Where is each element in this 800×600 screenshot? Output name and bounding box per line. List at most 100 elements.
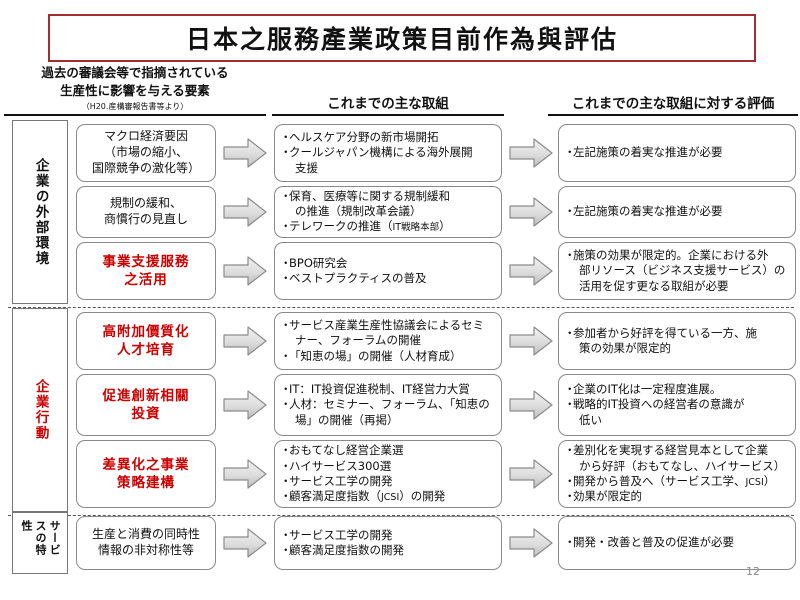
right-block-arrow-icon	[508, 388, 554, 426]
action-box[interactable]: 保育、医療等に関する規制緩和の推進（規制改革会議）テレワークの推進（IT戦略本部…	[274, 186, 502, 238]
right-block-arrow-icon	[222, 324, 268, 362]
bullet-item: 低い	[579, 412, 602, 427]
factor-line: 事業支援服務	[102, 253, 190, 270]
category-label: サービスの特性	[19, 520, 62, 556]
action-bullet-list: BPO研究会ベストプラクティスの普及	[280, 256, 495, 287]
action-bullet-list: サービス工学の開発顧客満足度指数の開発	[280, 528, 495, 559]
evaluation-box[interactable]: 左記施策の着実な推進が必要	[558, 124, 796, 182]
bullet-item: の推進（規制改革会議）	[295, 204, 422, 219]
column-header-evaluation: これまでの主な取組に対する評価	[571, 96, 775, 112]
bullet-item: 開発から普及へ（サービス工学、JCSI）	[564, 474, 789, 490]
group-separator	[8, 307, 794, 308]
evaluation-bullet-list: 参加者から好評を得ている一方、施策の効果が限定的	[564, 326, 789, 357]
title-banner: 日本之服務產業政策目前作為與評估	[48, 14, 756, 62]
right-block-arrow-icon	[508, 136, 554, 174]
column-header-factors-line2: 生産性に影響を与える要素	[60, 82, 210, 98]
header-rule-middle	[272, 114, 504, 116]
factor-line: 生産と消費の同時性	[91, 527, 200, 542]
factor-line: 情報の非対称性等	[97, 543, 194, 557]
bullet-item: から好評（おもてなし、ハイサービス）	[579, 458, 786, 473]
category-box-1: 企業の外部環境	[12, 120, 68, 304]
bullet-item: 施策の効果が限定的。企業における外	[564, 248, 789, 264]
right-block-arrow-icon	[222, 526, 268, 564]
action-box[interactable]: おもてなし経営企業選ハイサービス300選サービス工学の開発顧客満足度指数（JCS…	[274, 440, 502, 508]
bullet-item: 人材：セミナー、フォーラム、「知恵の	[280, 397, 495, 413]
right-block-arrow-icon	[222, 388, 268, 426]
bullet-item: 効果が限定的	[564, 489, 789, 505]
bullet-item: 策の効果が限定的	[579, 341, 671, 355]
category-box-3: サービスの特性	[12, 512, 68, 574]
action-box[interactable]: ヘルスケア分野の新市場開拓クールジャパン機構による海外展開支援	[274, 124, 502, 182]
right-block-arrow-icon	[508, 526, 554, 564]
factor-line: 之活用	[124, 272, 168, 288]
column-header-factors-line1: 過去の審議会等で指摘されている	[41, 65, 229, 80]
evaluation-bullet-list: 施策の効果が限定的。企業における外部リソース（ビジネス支援サービス）の活用を促す…	[564, 248, 789, 294]
factor-box[interactable]: 差異化之事業策略建構	[76, 440, 216, 508]
factor-line: マクロ経済要因	[103, 129, 188, 144]
bullet-item: ハイサービス300選	[280, 459, 495, 475]
column-header-factors-note: （H20.産構審報告書等より）	[81, 101, 189, 111]
bullet-item: サービス工学の開発	[280, 528, 495, 544]
factor-line: 国際競争の激化等）	[91, 160, 200, 175]
header-rule-left	[4, 114, 266, 116]
bullet-item: 企業のIT化は一定程度進展。	[564, 382, 789, 398]
evaluation-box[interactable]: 左記施策の着実な推進が必要	[558, 186, 796, 238]
bullet-item: 開発・改善と普及の促進が必要	[564, 535, 789, 551]
evaluation-box[interactable]: 差別化を実現する経営見本として企業から好評（おもてなし、ハイサービス）開発から普…	[558, 440, 796, 508]
evaluation-bullet-list: 左記施策の着実な推進が必要	[564, 145, 789, 161]
right-block-arrow-icon	[222, 457, 268, 495]
factor-box[interactable]: 高附加價質化人才培育	[76, 312, 216, 370]
factor-box[interactable]: 規制の緩和、商慣行の見直し	[76, 186, 216, 238]
bullet-item: 場」の開催（再掲）	[295, 412, 399, 427]
bullet-item: クールジャパン機構による海外展開	[280, 145, 495, 161]
factor-line: 差異化之事業	[102, 456, 190, 473]
bullet-item: 顧客満足度指数（JCSI）の開発	[280, 489, 495, 505]
bullet-item: 支援	[295, 160, 318, 175]
factor-box[interactable]: 生産と消費の同時性情報の非対称性等	[76, 516, 216, 570]
action-bullet-list: サービス産業生産性協議会によるセミナー、フォーラムの開催「知恵の場」の開催（人材…	[280, 318, 495, 365]
header-rule-right	[548, 114, 798, 116]
action-bullet-list: 保育、医療等に関する規制緩和の推進（規制改革会議）テレワークの推進（IT戦略本部…	[280, 189, 495, 235]
bullet-item: 部リソース（ビジネス支援サービス）の	[579, 263, 786, 278]
page-number: 12	[746, 565, 760, 578]
factor-line: 策略建構	[117, 475, 175, 491]
bullet-item: 顧客満足度指数の開発	[280, 543, 495, 559]
factor-box[interactable]: 事業支援服務之活用	[76, 242, 216, 300]
bullet-item: 保育、医療等に関する規制緩和	[280, 189, 495, 205]
action-box[interactable]: IT：IT投資促進税制、IT経営力大賞人材：セミナー、フォーラム、「知恵の場」の…	[274, 374, 502, 436]
right-block-arrow-icon	[508, 254, 554, 292]
factor-line: 規制の緩和、	[109, 196, 182, 211]
bullet-item: サービス工学の開発	[280, 474, 495, 490]
category-box-2: 企業行動	[12, 308, 68, 512]
right-block-arrow-icon	[508, 324, 554, 362]
evaluation-box[interactable]: 施策の効果が限定的。企業における外部リソース（ビジネス支援サービス）の活用を促す…	[558, 242, 796, 300]
factor-box[interactable]: 促進創新相關投資	[76, 374, 216, 436]
bullet-item: テレワークの推進（IT戦略本部）	[280, 219, 495, 235]
bullet-item: サービス産業生産性協議会によるセミ	[280, 318, 495, 334]
action-box[interactable]: サービス産業生産性協議会によるセミナー、フォーラムの開催「知恵の場」の開催（人材…	[274, 312, 502, 370]
action-bullet-list: ヘルスケア分野の新市場開拓クールジャパン機構による海外展開支援	[280, 130, 495, 176]
action-box[interactable]: BPO研究会ベストプラクティスの普及	[274, 242, 502, 300]
right-block-arrow-icon	[222, 136, 268, 174]
bullet-item: IT：IT投資促進税制、IT経営力大賞	[280, 382, 495, 398]
bullet-item: 左記施策の着実な推進が必要	[564, 204, 789, 220]
bullet-item: BPO研究会	[280, 256, 495, 272]
bullet-item: 「知恵の場」の開催（人材育成）	[280, 349, 495, 365]
right-block-arrow-icon	[508, 195, 554, 233]
category-label: 企業行動	[32, 379, 49, 441]
column-header-actions: これまでの主な取組	[327, 96, 449, 112]
evaluation-box[interactable]: 参加者から好評を得ている一方、施策の効果が限定的	[558, 312, 796, 370]
factor-line: 投資	[131, 406, 161, 422]
factor-line: （市場の縮小、	[103, 145, 188, 160]
evaluation-box[interactable]: 開発・改善と普及の促進が必要	[558, 516, 796, 570]
bullet-item: ベストプラクティスの普及	[280, 271, 495, 287]
evaluation-bullet-list: 差別化を実現する経営見本として企業から好評（おもてなし、ハイサービス）開発から普…	[564, 443, 789, 505]
group-separator	[8, 515, 794, 516]
matrix-body: 企業の外部環境企業行動サービスの特性 マクロ経済要因（市場の縮小、国際競争の激化等…	[0, 118, 800, 580]
column-header-factors: 過去の審議会等で指摘されている 生産性に影響を与える要素 （H20.産構審報告書…	[4, 64, 266, 112]
action-box[interactable]: サービス工学の開発顧客満足度指数の開発	[274, 516, 502, 570]
factor-line: 商慣行の見直し	[103, 212, 188, 226]
factor-box[interactable]: マクロ経済要因（市場の縮小、国際競争の激化等）	[76, 124, 216, 182]
